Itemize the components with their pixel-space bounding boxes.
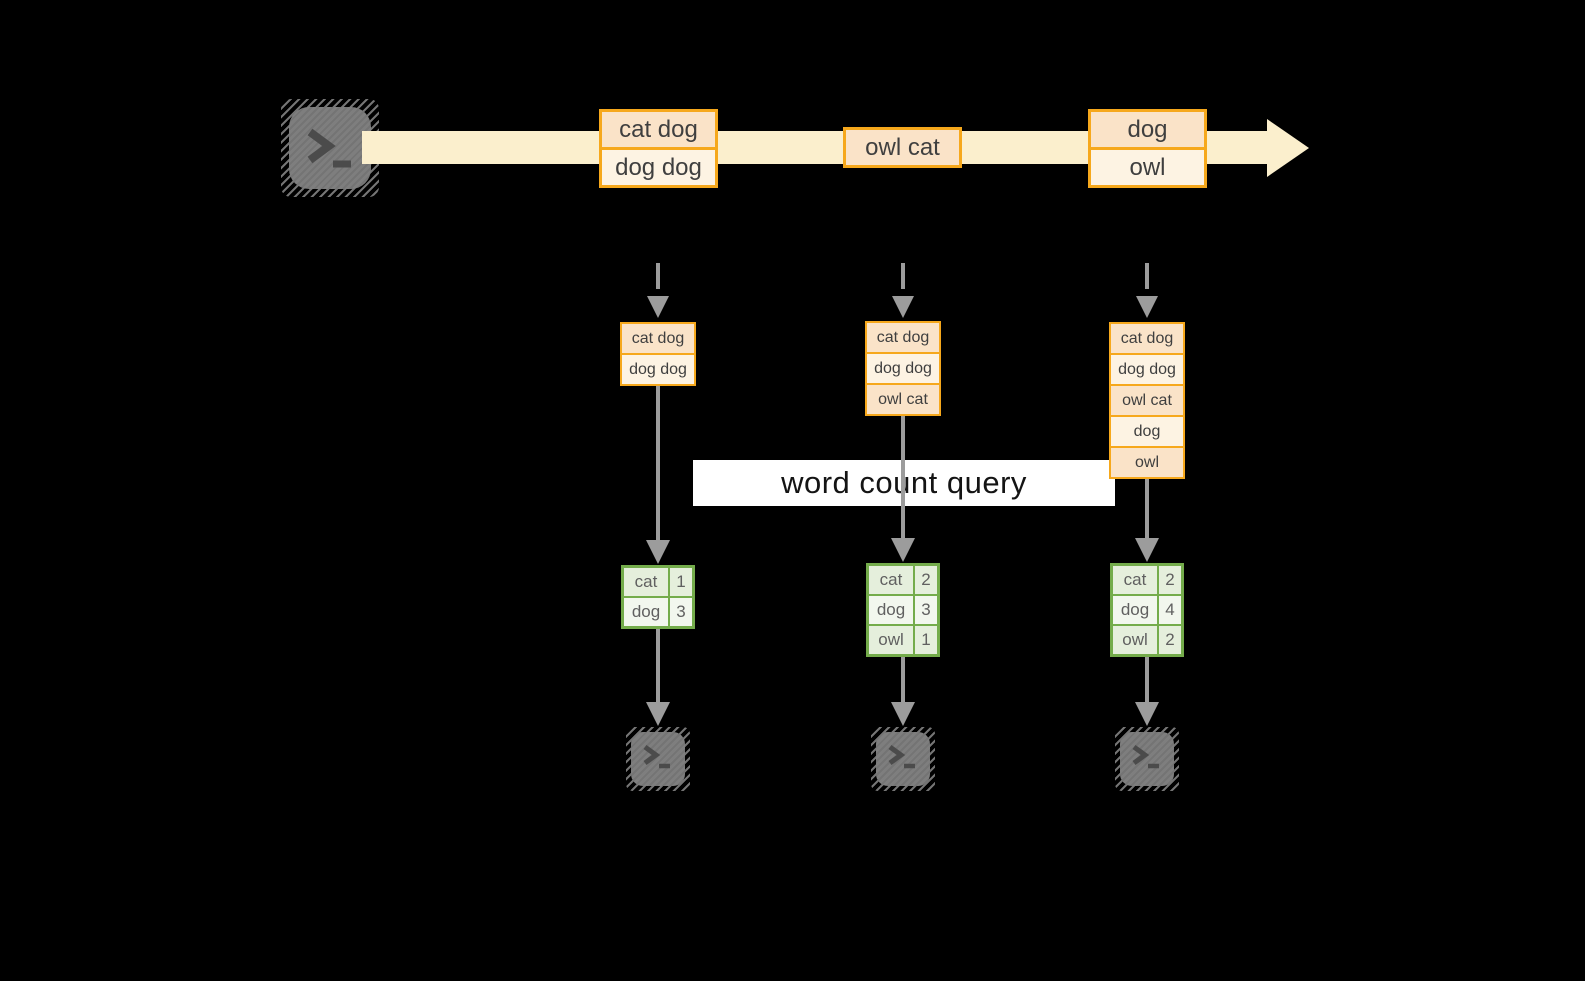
state-record: dog dog — [622, 353, 694, 384]
arrow-down-icon — [1136, 296, 1158, 318]
event-record: dog — [1091, 112, 1204, 147]
count-value: 1 — [915, 626, 937, 654]
connector-line — [1145, 657, 1149, 702]
state-record: cat dog — [1111, 324, 1183, 353]
count-value: 3 — [670, 598, 692, 626]
terminal-body — [631, 732, 685, 786]
arrow-down-icon — [646, 702, 670, 726]
word-count-table: cat 2 dog 4 owl 2 — [1110, 563, 1184, 657]
event-record: owl — [1091, 147, 1204, 185]
state-record: dog dog — [1111, 353, 1183, 384]
terminal-icon — [1115, 727, 1179, 791]
state-record: cat dog — [622, 324, 694, 353]
state-record: dog dog — [867, 352, 939, 383]
terminal-body — [289, 107, 371, 189]
state-box: cat dog dog dog owl cat dog owl — [1109, 322, 1185, 479]
terminal-icon — [871, 727, 935, 791]
arrow-right-icon — [1267, 119, 1309, 177]
connector-line — [901, 657, 905, 702]
state-record: owl cat — [867, 383, 939, 414]
count-word: cat — [1113, 566, 1157, 594]
arrow-down-icon — [1135, 538, 1159, 562]
count-value: 4 — [1159, 596, 1181, 624]
arrow-down-icon — [647, 296, 669, 318]
terminal-prompt-icon — [307, 128, 351, 168]
count-word: owl — [869, 626, 913, 654]
count-word: dog — [624, 598, 668, 626]
dashed-connector — [901, 263, 905, 289]
word-count-table: cat 1 dog 3 — [621, 565, 695, 629]
connector-line — [656, 385, 660, 540]
count-value: 3 — [915, 596, 937, 624]
count-value: 1 — [670, 568, 692, 596]
state-record: owl — [1111, 446, 1183, 477]
terminal-prompt-icon — [643, 744, 670, 769]
connector-line — [901, 415, 905, 538]
connector-line — [1145, 478, 1149, 538]
event-record: dog dog — [602, 147, 715, 185]
arrow-down-icon — [892, 296, 914, 318]
terminal-icon — [626, 727, 690, 791]
terminal-body — [1120, 732, 1174, 786]
dashed-connector — [656, 263, 660, 289]
connector-line — [656, 629, 660, 702]
state-record: cat dog — [867, 323, 939, 352]
count-word: cat — [869, 566, 913, 594]
stream-event-box: owl cat — [843, 127, 962, 168]
state-record: owl cat — [1111, 384, 1183, 415]
arrow-down-icon — [646, 540, 670, 564]
terminal-prompt-icon — [888, 744, 915, 769]
stream-event-box: dog owl — [1088, 109, 1207, 188]
state-box: cat dog dog dog — [620, 322, 696, 386]
arrow-down-icon — [1135, 702, 1159, 726]
event-record: owl cat — [846, 130, 959, 165]
arrow-down-icon — [891, 702, 915, 726]
count-word: owl — [1113, 626, 1157, 654]
terminal-prompt-icon — [1132, 744, 1159, 769]
count-word: cat — [624, 568, 668, 596]
count-word: dog — [869, 596, 913, 624]
word-count-table: cat 2 dog 3 owl 1 — [866, 563, 940, 657]
event-record: cat dog — [602, 112, 715, 147]
count-word: dog — [1113, 596, 1157, 624]
count-value: 2 — [915, 566, 937, 594]
state-box: cat dog dog dog owl cat — [865, 321, 941, 416]
state-record: dog — [1111, 415, 1183, 446]
arrow-down-icon — [891, 538, 915, 562]
stream-event-box: cat dog dog dog — [599, 109, 718, 188]
count-value: 2 — [1159, 566, 1181, 594]
count-value: 2 — [1159, 626, 1181, 654]
dashed-connector — [1145, 263, 1149, 289]
terminal-body — [876, 732, 930, 786]
